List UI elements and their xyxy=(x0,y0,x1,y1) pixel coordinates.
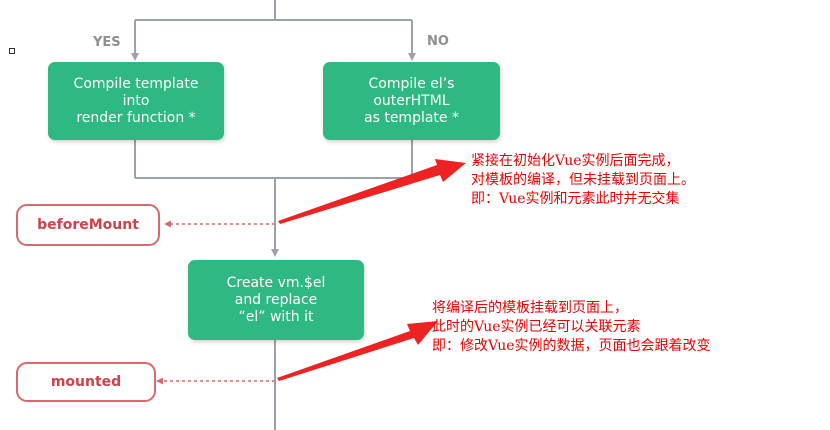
mounted-note-arrow xyxy=(277,321,438,381)
before-mount-note-line-2: 对模板的编译，但未挂载到页面上。 xyxy=(471,172,695,188)
create-vm-el-box: Create vm.$el and replace “el” with it xyxy=(188,260,364,340)
compile-el-line-3: as template * xyxy=(364,109,459,126)
mounted-hook: mounted xyxy=(16,362,156,402)
before-mount-note-line-1: 紧接在初始化Vue实例后面完成， xyxy=(471,153,680,169)
compile-el-line-1: Compile el’s xyxy=(368,75,455,92)
compile-template-line-2: into xyxy=(122,92,150,109)
before-mount-hook: beforeMount xyxy=(16,204,160,246)
flow-lines xyxy=(131,0,416,430)
before-mount-note: 紧接在初始化Vue实例后面完成， 对模板的编译，但未挂载到页面上。 即：Vue实… xyxy=(471,152,695,209)
hook-connectors xyxy=(156,220,275,385)
compile-template-line-3: render function * xyxy=(76,109,196,126)
mounted-note-line-1: 将编译后的模板挂载到页面上， xyxy=(432,300,628,316)
compile-el-box: Compile el’s outerHTML as template * xyxy=(323,62,500,140)
before-mount-note-arrow xyxy=(278,159,466,224)
mounted-note-line-3: 即：修改Vue实例的数据，页面也会跟着改变 xyxy=(432,338,711,354)
compile-template-box: Compile template into render function * xyxy=(48,62,224,140)
create-vm-el-line-1: Create vm.$el xyxy=(226,274,326,291)
create-vm-el-line-2: and replace xyxy=(234,291,318,308)
mounted-note: 将编译后的模板挂载到页面上， 此时的Vue实例已经可以关联元素 即：修改Vue实… xyxy=(432,299,711,356)
compile-template-line-1: Compile template xyxy=(73,75,199,92)
compile-el-line-2: outerHTML xyxy=(373,92,450,109)
create-vm-el-line-3: “el” with it xyxy=(238,308,314,325)
no-label: NO xyxy=(427,34,449,49)
mounted-note-line-2: 此时的Vue实例已经可以关联元素 xyxy=(432,319,641,335)
corner-marker xyxy=(9,48,15,54)
before-mount-note-line-3: 即：Vue实例和元素此时并无交集 xyxy=(471,191,680,207)
yes-label: YES xyxy=(93,35,121,50)
